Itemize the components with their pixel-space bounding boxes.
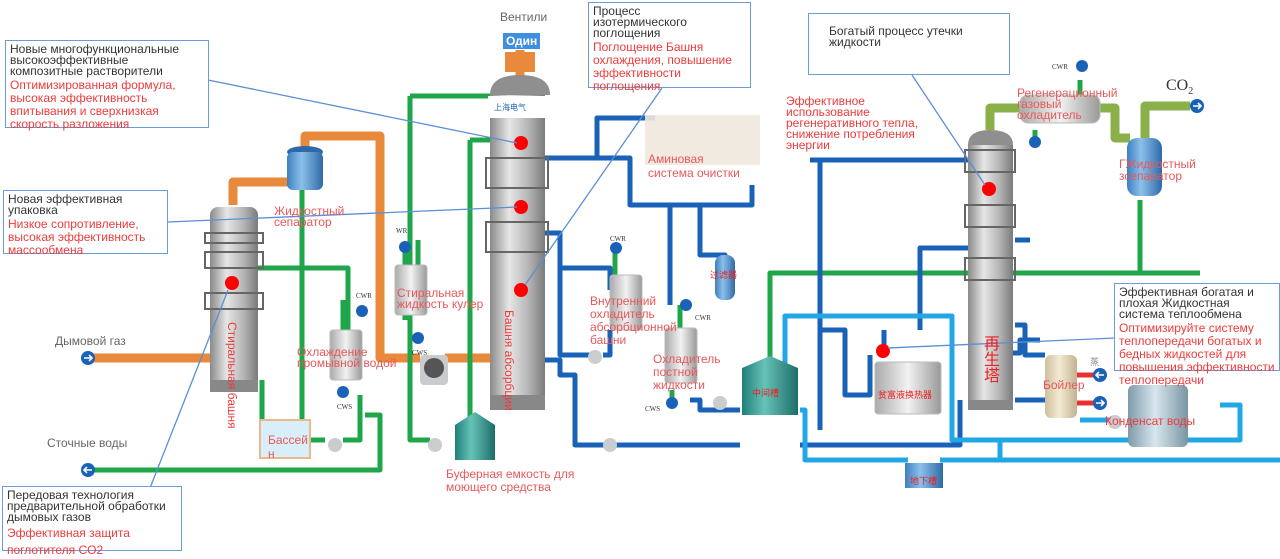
wash-water-cooler: [329, 329, 363, 381]
underground-tank: [905, 463, 943, 488]
lean-cooler-label: Охладитель постной жидкости: [653, 352, 721, 392]
company-logo: 上海电气: [494, 103, 526, 112]
boiler-vessel: [1045, 355, 1077, 418]
wash-liquid-cooler-label: Стиральная жидкость кулер: [397, 286, 484, 311]
inner-cooler: [609, 274, 643, 331]
co2-label: CO2: [1166, 77, 1194, 98]
wr-tag: WR: [396, 227, 408, 235]
mid-tank-label: 中间槽: [752, 388, 780, 398]
callout-isothermal: Процесс изотермического поглощения Погло…: [588, 2, 751, 93]
flue-gas-label: Дымовой газ: [55, 334, 126, 348]
cws-tag-2: CWS: [412, 349, 428, 357]
rich-lean-pipes: [545, 115, 1045, 448]
amine-system-label: Аминовая система очистки: [648, 152, 740, 180]
filter-vessel: [715, 255, 735, 300]
cwr-tag-4: CWR: [1052, 63, 1068, 71]
callout-leaders: [149, 74, 1116, 489]
gas-liquid-separator-label: ГЖидкостный зсепаратор: [1119, 157, 1196, 183]
wash-tower: [204, 207, 264, 392]
regen-tower-label: 再生塔: [981, 335, 998, 383]
condensate-tank: [1128, 385, 1188, 447]
amine-system-unit: [645, 115, 760, 165]
regen-heat-note: Эффективное использование регенеративног…: [786, 94, 919, 152]
boiler-label: Бойлер: [1043, 378, 1085, 392]
lean-cooler: [664, 327, 698, 384]
inner-cooler-label: Внутренний охладитель абсорбционной башн…: [590, 294, 677, 347]
cwr-tag: CWR: [356, 292, 372, 300]
cwr-tag-2: CWR: [610, 235, 626, 243]
absorption-tower-label: Башня абсорбции: [502, 310, 516, 411]
buffer-tank: [455, 412, 495, 460]
pool-tank: [259, 419, 311, 459]
wash-liquid-cooler: [394, 264, 428, 316]
cws-tag: CWS: [337, 403, 353, 411]
utility-arrows: [337, 60, 1088, 409]
steam-label: 蒸: [1090, 357, 1100, 367]
wash-tower-label: Стиральная башня: [225, 322, 239, 429]
filter-label: 过滤器: [710, 270, 738, 280]
callout-heat-exchange: Эффективная богатая и плохая Жидкостная …: [1114, 283, 1280, 387]
regen-gas-pipes: [985, 101, 1190, 143]
regen-gas-cooler-label: Регенерационный газовый охладитель: [1017, 86, 1118, 122]
gas-liquid-separator: [1127, 138, 1162, 196]
wash-cooling-label: Охлаждение промывной водой: [297, 345, 397, 370]
pumps: [328, 350, 1122, 452]
callout-solvent: Новые многофункциональные высокоэффектив…: [5, 40, 209, 131]
pool-label: Бассей н: [268, 433, 308, 461]
regen-gas-cooler: [1019, 94, 1101, 124]
mid-tank: [742, 356, 798, 415]
flow-arrows[interactable]: [81, 99, 1204, 477]
callout-pretreatment: Передовая технология предварительной обр…: [2, 486, 182, 557]
buffer-tank-label: Буферная емкость для моющего средства: [446, 467, 575, 494]
condensate-label: Конденсат воды: [1105, 414, 1196, 428]
separator-1-label: Жидкостный сепаратор: [274, 206, 345, 228]
stack-badge: Один: [503, 33, 541, 49]
vent-label: Вентили: [500, 10, 548, 24]
callout-packing: Новая эффективная упаковка Низкое сопрот…: [3, 190, 168, 257]
fan-wheel: [424, 358, 444, 378]
cwr-tag-3: CWR: [695, 314, 711, 322]
cooling-pipes: [782, 313, 1280, 463]
liquid-separator-1: [287, 152, 323, 190]
highlight-markers: [225, 136, 996, 358]
cws-tag-3: CWS: [645, 405, 661, 413]
rich-lean-exchanger: [874, 361, 942, 415]
underground-tank-label: 地下槽: [910, 476, 938, 486]
callout-rich-leak: Богатый процесс утечки жидкости: [808, 13, 1010, 75]
rich-lean-hx-label: 贫富液换热器: [878, 390, 933, 400]
waste-water-label: Сточные воды: [47, 436, 128, 450]
